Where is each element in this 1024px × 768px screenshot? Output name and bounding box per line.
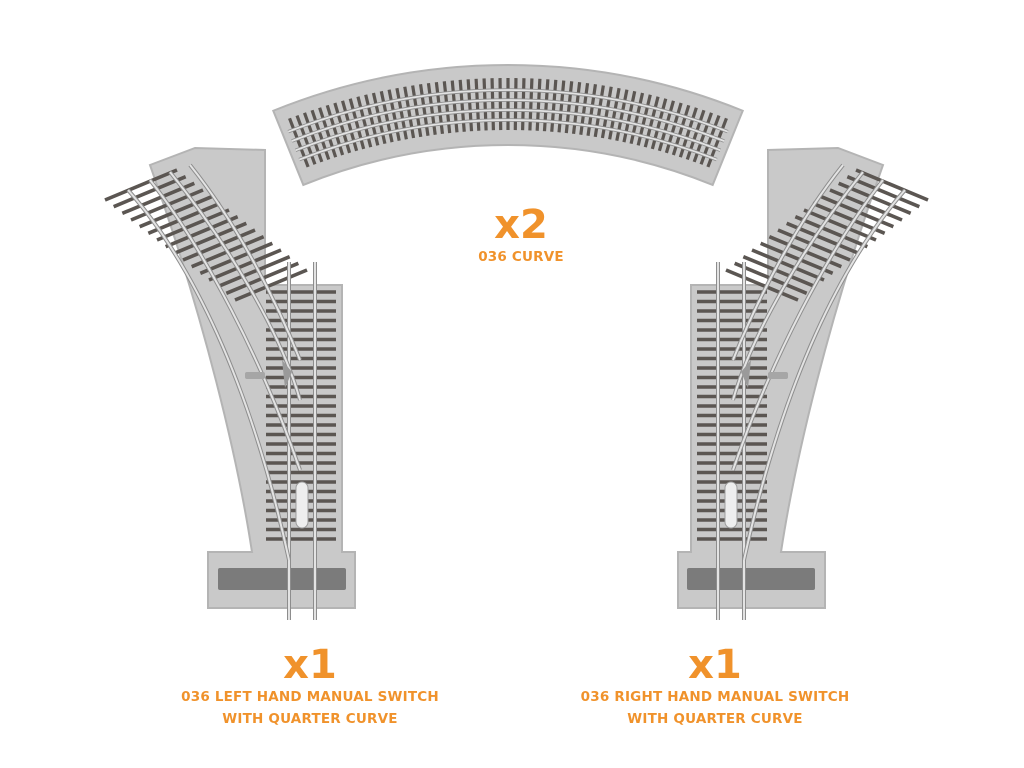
left-switch-name-line2: WITH QUARTER CURVE	[222, 711, 398, 727]
right-switch-name: 036 RIGHT HAND MANUAL SWITCH	[580, 689, 850, 705]
left-switch-label: x1 036 LEFT HAND MANUAL SWITCH WITH QUAR…	[181, 644, 439, 730]
curve-label: x2 036 CURVE	[478, 204, 564, 268]
right-switch-label: x1 036 RIGHT HAND MANUAL SWITCH WITH QUA…	[581, 644, 850, 730]
left-switch-quantity: x1	[283, 642, 337, 688]
right-switch-quantity: x1	[688, 642, 742, 688]
curve-name: 036 CURVE	[478, 249, 564, 265]
curve-quantity: x2	[494, 202, 548, 248]
left-switch-name: 036 LEFT HAND MANUAL SWITCH	[181, 689, 439, 705]
right-hand-switch-track-image	[677, 146, 929, 620]
left-hand-switch-track-image	[104, 146, 356, 620]
right-switch-name-line2: WITH QUARTER CURVE	[627, 711, 803, 727]
o36-curve-track-image	[271, 64, 745, 187]
